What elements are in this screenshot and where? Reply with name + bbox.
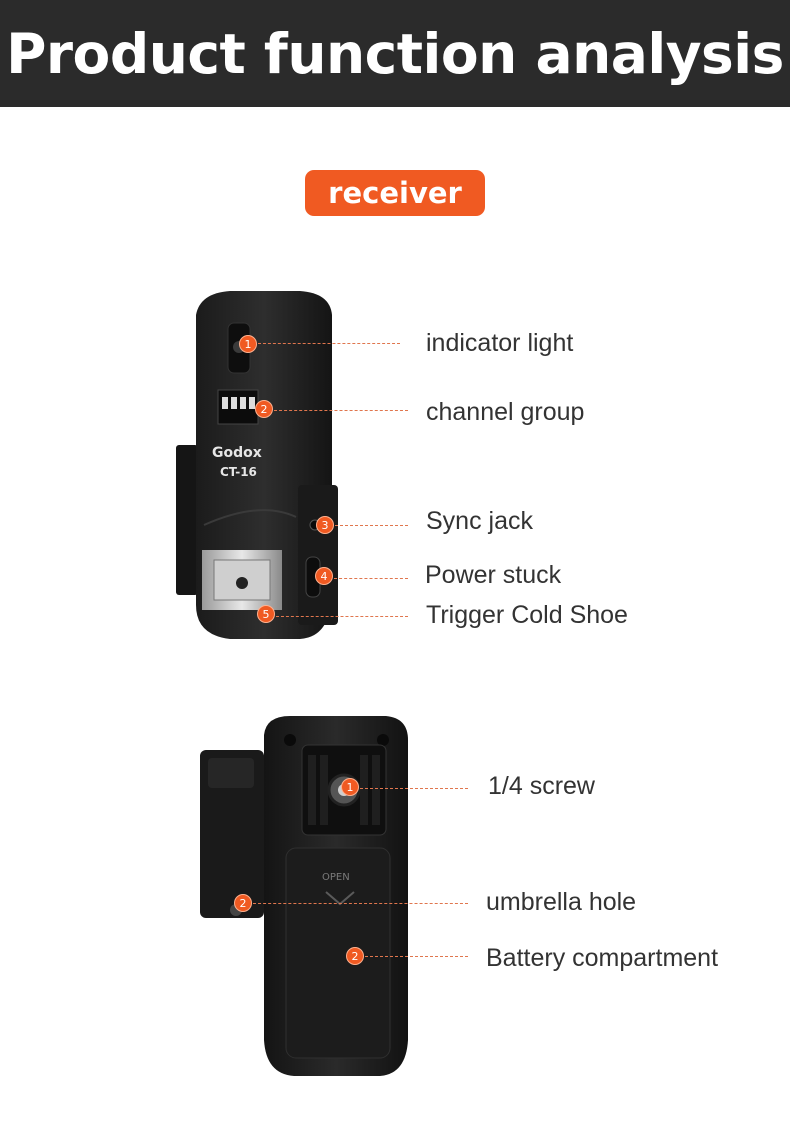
brand-logo: Godox — [212, 445, 262, 461]
callout-marker: 2 — [234, 894, 252, 912]
callout-umbrella-hole: umbrella hole — [486, 888, 637, 916]
callout-sync-jack: Sync jack — [426, 507, 533, 535]
callout-indicator-light: indicator light — [426, 329, 574, 357]
callout-quarter-screw: 1/4 screw — [488, 772, 595, 800]
receiver-back-image: OPEN — [200, 716, 408, 1076]
callout-line — [274, 410, 408, 411]
callout-line — [253, 903, 468, 904]
callout-marker: 5 — [257, 605, 275, 623]
callout-trigger-cold-shoe: Trigger Cold Shoe — [426, 601, 628, 629]
callout-line — [258, 343, 400, 344]
callout-line — [335, 525, 408, 526]
callout-power-stuck: Power stuck — [425, 561, 562, 589]
callout-line — [360, 788, 468, 789]
callout-marker: 1 — [341, 778, 359, 796]
callout-line — [334, 578, 408, 579]
header-banner: Product function analysis — [0, 0, 790, 107]
callout-marker: 4 — [315, 567, 333, 585]
callout-marker: 2 — [346, 947, 364, 965]
callout-marker: 3 — [316, 516, 334, 534]
callout-channel-group: channel group — [426, 398, 585, 426]
open-label: OPEN — [322, 872, 350, 883]
model-label: CT-16 — [220, 465, 257, 479]
page-title: Product function analysis — [6, 21, 784, 86]
callout-marker: 1 — [239, 335, 257, 353]
receiver-badge: receiver — [305, 170, 485, 216]
callout-battery-compartment: Battery compartment — [486, 944, 719, 972]
callout-line — [276, 616, 408, 617]
callout-line — [365, 956, 468, 957]
callout-marker: 2 — [255, 400, 273, 418]
